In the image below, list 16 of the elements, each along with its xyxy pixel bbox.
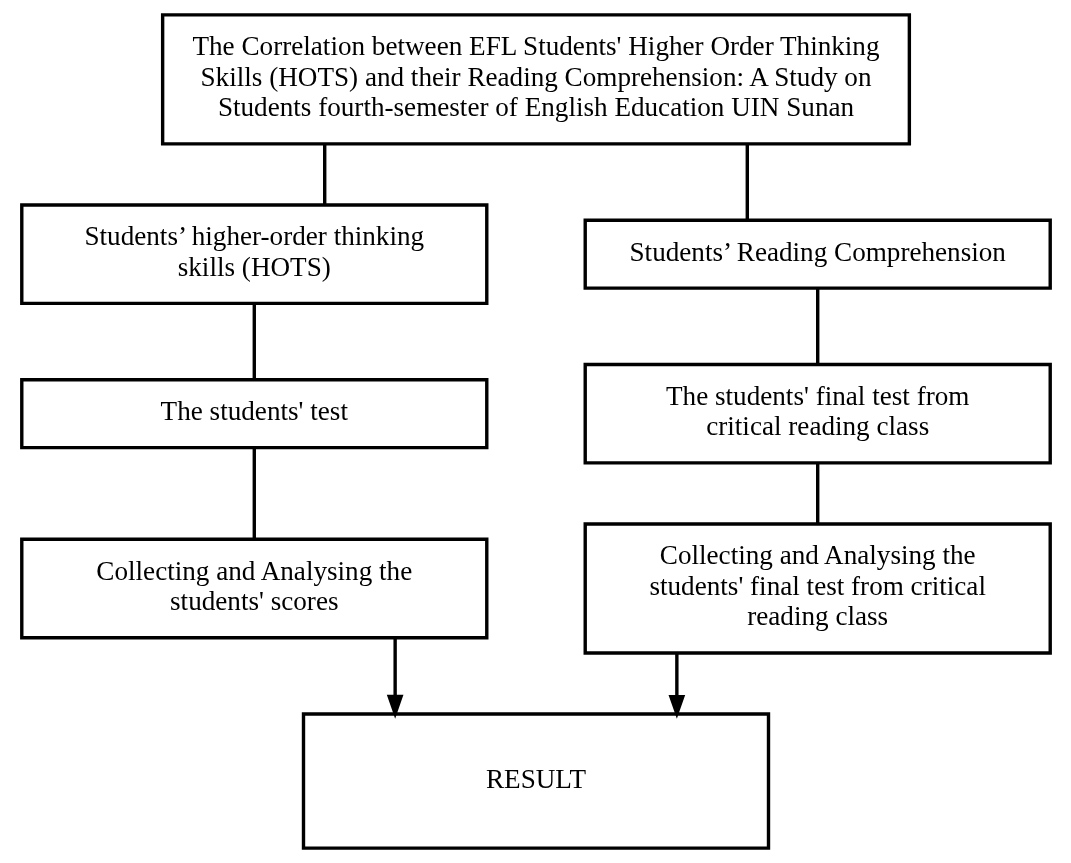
arrow bbox=[668, 653, 685, 719]
connector bbox=[252, 303, 256, 380]
node-box: The students' final test from critical reading class bbox=[583, 362, 1052, 465]
node-box: RESULT bbox=[301, 712, 770, 850]
node-box: Students’ Reading Comprehension bbox=[583, 218, 1052, 290]
arrow bbox=[386, 638, 403, 719]
node-box: The students' test bbox=[19, 378, 488, 450]
connector bbox=[815, 463, 819, 524]
connector bbox=[745, 143, 749, 221]
node-box: Collecting and Analysing the students' final test from critical reading class bbox=[583, 522, 1052, 655]
node-box: Collecting and Analysing the students' scores bbox=[19, 537, 488, 640]
connector bbox=[252, 448, 256, 539]
node-box: Students’ higher-order thinking skills (HOTS) bbox=[19, 203, 488, 306]
node-box: The Correlation between EFL Students' Higher Order Thinking Skills (HOTS) and their Reading Comprehension: A Study on Students fourth-semester of English Education UIN Sunan bbox=[160, 13, 911, 146]
connector bbox=[815, 288, 819, 364]
connector bbox=[322, 143, 326, 205]
